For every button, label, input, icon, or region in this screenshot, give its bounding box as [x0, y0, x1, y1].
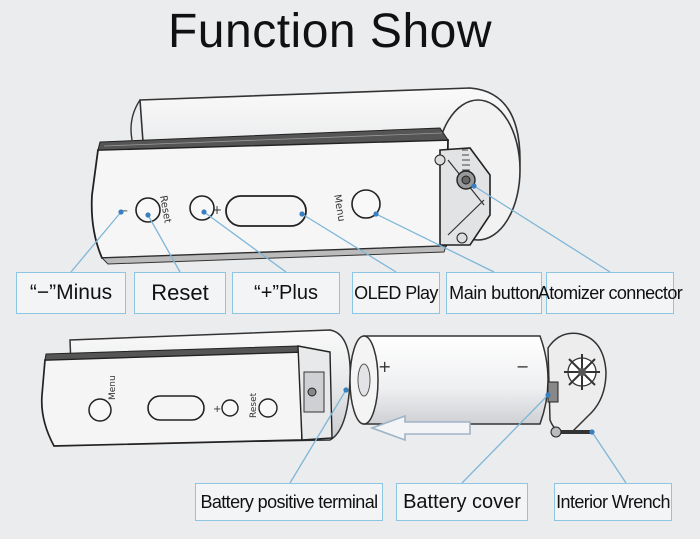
reset-mark: Reset [157, 195, 173, 224]
reset-mark-bottom: Reset [249, 392, 259, 418]
leader-dots [118, 183, 595, 435]
label-reset: Reset [134, 272, 226, 314]
plus-mark-bottom: + [213, 404, 221, 415]
menu-mark-bottom: Menu [108, 375, 118, 400]
menu-mark: Menu [331, 194, 347, 223]
label-oled: OLED Play [352, 272, 440, 314]
insertion-arrow-icon [369, 414, 471, 442]
minus-mark: − [120, 206, 128, 217]
disassembled-device: Menu + Reset + − [40, 329, 607, 447]
battery-minus-mark: − [516, 357, 529, 376]
label-atomizer-connector: Atomizer connector [538, 272, 683, 314]
label-plus: “+”Plus [232, 272, 340, 314]
label-main-button: Main button [446, 272, 542, 314]
label-battery-positive-terminal: Battery positive terminal [195, 483, 383, 521]
label-battery-cover: Battery cover [396, 483, 528, 521]
leader-lines [70, 185, 627, 484]
assembled-device: − Reset + Menu [90, 87, 521, 265]
label-minus: “−”Minus [16, 272, 126, 314]
battery-plus-mark: + [378, 357, 391, 376]
label-interior-wrench: Interior Wrench [554, 483, 672, 521]
page-title: Function Show [167, 5, 492, 58]
plus-mark: + [212, 203, 222, 217]
